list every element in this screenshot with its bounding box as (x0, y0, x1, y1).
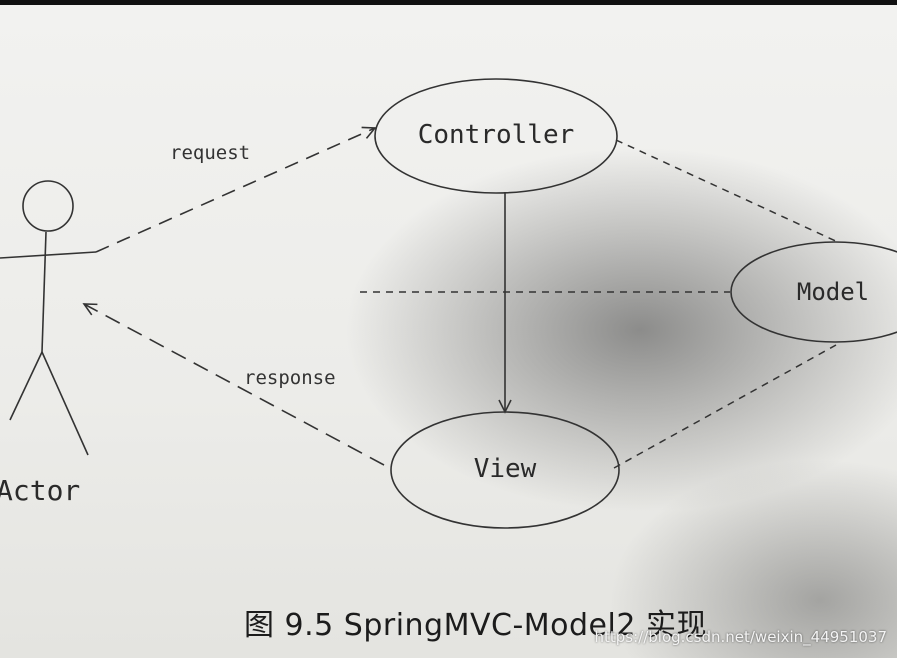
top-edge-bar (0, 0, 897, 5)
watermark-url: https://blog.csdn.net/weixin_44951037 (594, 628, 887, 646)
actor-head (22, 180, 74, 232)
model-label: Model (797, 278, 869, 306)
view-model-edge (613, 344, 837, 469)
actor-left-leg (9, 351, 43, 421)
request-label: request (170, 142, 250, 164)
response-edge (82, 303, 385, 466)
request-edge (95, 126, 377, 253)
actor-right-leg (41, 351, 89, 456)
actor-label: Actor (0, 474, 80, 507)
actor-figure (0, 180, 97, 456)
figure-caption: 图 9.5 SpringMVC-Model2 实现 (244, 608, 707, 643)
actor-body (41, 231, 47, 353)
actor-arms (0, 251, 97, 259)
model-node (730, 241, 897, 343)
controller-model-edge (615, 139, 841, 244)
controller-label: Controller (418, 120, 575, 150)
response-label: response (244, 367, 336, 389)
view-label: View (474, 454, 537, 484)
